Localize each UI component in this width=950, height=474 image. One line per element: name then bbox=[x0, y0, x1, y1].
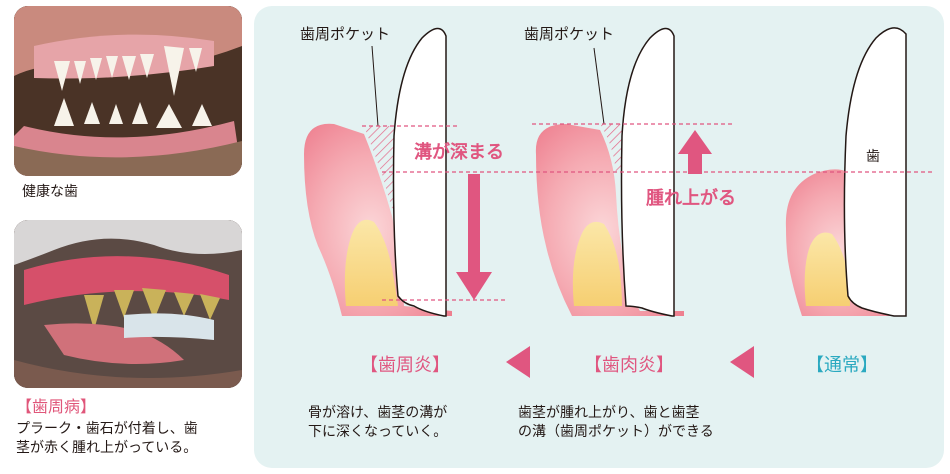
swell-label: 腫れ上がる bbox=[646, 188, 736, 209]
tooth-crown-mid bbox=[620, 27, 675, 317]
desc-periodontitis-line2: 下に深くなっていく。 bbox=[308, 424, 448, 440]
bone-gingivitis bbox=[572, 221, 622, 306]
pocket-label-mid: 歯周ポケット bbox=[524, 25, 615, 43]
stage-arrow-left-icon bbox=[506, 346, 530, 378]
gum-periodontitis bbox=[304, 123, 452, 316]
diseased-teeth-illustration bbox=[14, 220, 242, 388]
disease-desc-line2: 茎が赤く腫れ上がっている。 bbox=[16, 440, 198, 456]
disease-description: プラーク・歯石が付着し、歯 茎が赤く腫れ上がっている。 bbox=[16, 420, 256, 458]
disease-title: 【歯周病】 bbox=[16, 397, 97, 416]
gum-disease-diagram bbox=[304, 27, 934, 378]
pocket-hatch-mid bbox=[600, 124, 627, 174]
arrow-up-icon bbox=[678, 130, 712, 174]
disease-desc-line1: プラーク・歯石が付着し、歯 bbox=[16, 421, 198, 437]
bone-periodontitis bbox=[344, 219, 398, 306]
stage-arrow-right-icon bbox=[730, 346, 754, 378]
desc-periodontitis: 骨が溶け、歯茎の溝が 下に深くなっていく。 bbox=[308, 404, 447, 442]
desc-periodontitis-line1: 骨が溶け、歯茎の溝が bbox=[308, 405, 448, 421]
tooth-gingivitis bbox=[535, 27, 684, 317]
desc-gingivitis: 歯茎が腫れ上がり、歯と歯茎 の溝（歯周ポケット）ができる bbox=[518, 404, 714, 442]
healthy-teeth-illustration bbox=[14, 6, 242, 176]
bone-normal bbox=[804, 232, 850, 306]
pocket-label-left: 歯周ポケット bbox=[300, 25, 391, 43]
photo-healthy-teeth bbox=[14, 6, 242, 176]
stage-normal: 【通常】 bbox=[806, 355, 878, 376]
desc-gingivitis-line1: 歯茎が腫れ上がり、歯と歯茎 bbox=[518, 405, 700, 421]
tooth-label: 歯 bbox=[866, 149, 880, 165]
stage-periodontitis: 【歯周炎】 bbox=[360, 355, 450, 376]
stage-gingivitis: 【歯肉炎】 bbox=[584, 355, 674, 376]
caption-healthy-teeth: 健康な歯 bbox=[22, 184, 78, 200]
tooth-periodontitis bbox=[304, 27, 452, 317]
arrow-down-icon bbox=[456, 174, 492, 300]
photo-periodontal-disease bbox=[14, 220, 242, 388]
deepen-label: 溝が深まる bbox=[414, 142, 504, 163]
desc-gingivitis-line2: の溝（歯周ポケット）ができる bbox=[518, 424, 714, 440]
